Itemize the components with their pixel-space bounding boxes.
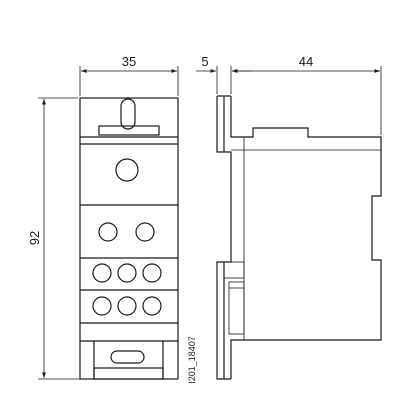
side-clip [223,261,245,279]
dim-width-label: 35 [122,54,136,69]
front-terminal-hole [117,263,137,283]
drawing-code: I201_18407 [187,336,197,384]
front-terminal-hole [142,263,162,283]
front-top-slot [120,98,136,130]
front-terminal-hole [117,296,137,316]
side-view-body [230,96,382,379]
side-view [216,95,382,380]
front-terminal-hole [135,222,155,242]
front-terminal-hole [115,158,139,182]
front-top-clip [98,125,160,136]
front-view-body [79,97,179,380]
dim-gap-label: 5 [201,54,208,69]
front-bottom-slot [110,350,145,364]
front-terminal-hole [92,296,112,316]
side-clip-spring [228,281,245,335]
front-terminal-hole [98,222,118,242]
front-view [79,97,179,380]
front-terminal-hole [92,263,112,283]
dimension-lines: 35 5 44 92 [27,54,382,380]
front-foot-sides [93,341,164,379]
dim-depth-label: 44 [299,54,313,69]
front-terminal-hole [142,296,162,316]
front-foot-base [93,367,164,380]
dim-height-label: 92 [27,231,42,245]
